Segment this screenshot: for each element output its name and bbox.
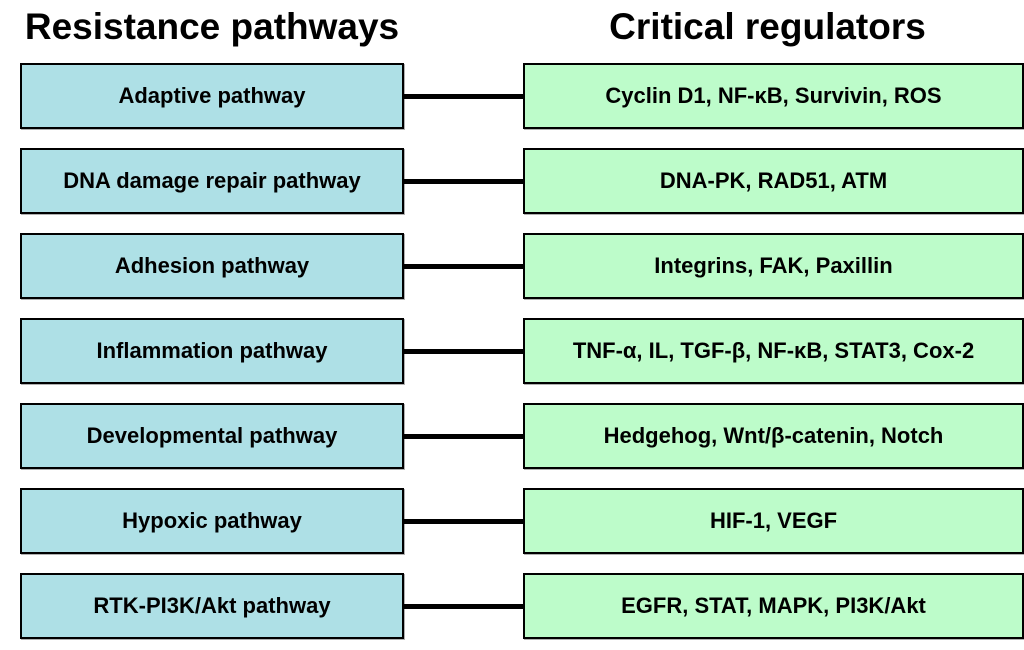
- pathway-label: Hypoxic pathway: [122, 508, 302, 533]
- pathway-label: RTK-PI3K/Akt pathway: [93, 593, 331, 618]
- connector-line: [404, 93, 523, 99]
- connector-line: [404, 603, 523, 609]
- pathway-row: RTK-PI3K/Akt pathway EGFR, STAT, MAPK, P…: [0, 573, 1024, 639]
- pathway-box: Developmental pathway: [20, 403, 404, 469]
- regulator-box: TNF-α, IL, TGF-β, NF-κB, STAT3, Cox-2: [523, 318, 1024, 384]
- pathway-box: Inflammation pathway: [20, 318, 404, 384]
- pathway-box: Hypoxic pathway: [20, 488, 404, 554]
- pathway-box: DNA damage repair pathway: [20, 148, 404, 214]
- pathway-row: Inflammation pathway TNF-α, IL, TGF-β, N…: [0, 318, 1024, 384]
- regulator-label: Hedgehog, Wnt/β-catenin, Notch: [603, 423, 944, 448]
- regulator-box: HIF-1, VEGF: [523, 488, 1024, 554]
- critical-regulators-heading: Critical regulators: [609, 6, 926, 47]
- pathway-box: Adhesion pathway: [20, 233, 404, 299]
- pathway-label: Developmental pathway: [86, 423, 338, 448]
- regulator-label: DNA-PK, RAD51, ATM: [659, 168, 888, 193]
- regulator-box: Cyclin D1, NF-κB, Survivin, ROS: [523, 63, 1024, 129]
- connector-line: [404, 348, 523, 354]
- pathway-row: Adaptive pathway Cyclin D1, NF-κB, Survi…: [0, 63, 1024, 129]
- connector-line: [404, 433, 523, 439]
- diagram-rows: Adaptive pathway Cyclin D1, NF-κB, Survi…: [0, 63, 1024, 650]
- connector-line: [404, 518, 523, 524]
- regulator-label: TNF-α, IL, TGF-β, NF-κB, STAT3, Cox-2: [572, 338, 975, 363]
- pathway-box: Adaptive pathway: [20, 63, 404, 129]
- pathway-row: Hypoxic pathway HIF-1, VEGF: [0, 488, 1024, 554]
- resistance-pathways-heading: Resistance pathways: [24, 6, 400, 47]
- connector-line: [404, 178, 523, 184]
- connector-line: [404, 263, 523, 269]
- regulator-label: HIF-1, VEGF: [709, 508, 838, 533]
- regulator-box: Integrins, FAK, Paxillin: [523, 233, 1024, 299]
- pathway-label: Adhesion pathway: [114, 253, 310, 278]
- regulator-box: DNA-PK, RAD51, ATM: [523, 148, 1024, 214]
- pathway-row: DNA damage repair pathway DNA-PK, RAD51,…: [0, 148, 1024, 214]
- pathway-row: Adhesion pathway Integrins, FAK, Paxilli…: [0, 233, 1024, 299]
- regulator-label: Cyclin D1, NF-κB, Survivin, ROS: [605, 83, 942, 108]
- pathway-label: Inflammation pathway: [96, 338, 328, 363]
- pathway-label: DNA damage repair pathway: [63, 168, 361, 193]
- regulator-box: Hedgehog, Wnt/β-catenin, Notch: [523, 403, 1024, 469]
- pathway-row: Developmental pathway Hedgehog, Wnt/β-ca…: [0, 403, 1024, 469]
- pathway-label: Adaptive pathway: [118, 83, 306, 108]
- pathway-box: RTK-PI3K/Akt pathway: [20, 573, 404, 639]
- regulator-label: Integrins, FAK, Paxillin: [654, 253, 893, 278]
- regulator-box: EGFR, STAT, MAPK, PI3K/Akt: [523, 573, 1024, 639]
- regulator-label: EGFR, STAT, MAPK, PI3K/Akt: [621, 593, 926, 618]
